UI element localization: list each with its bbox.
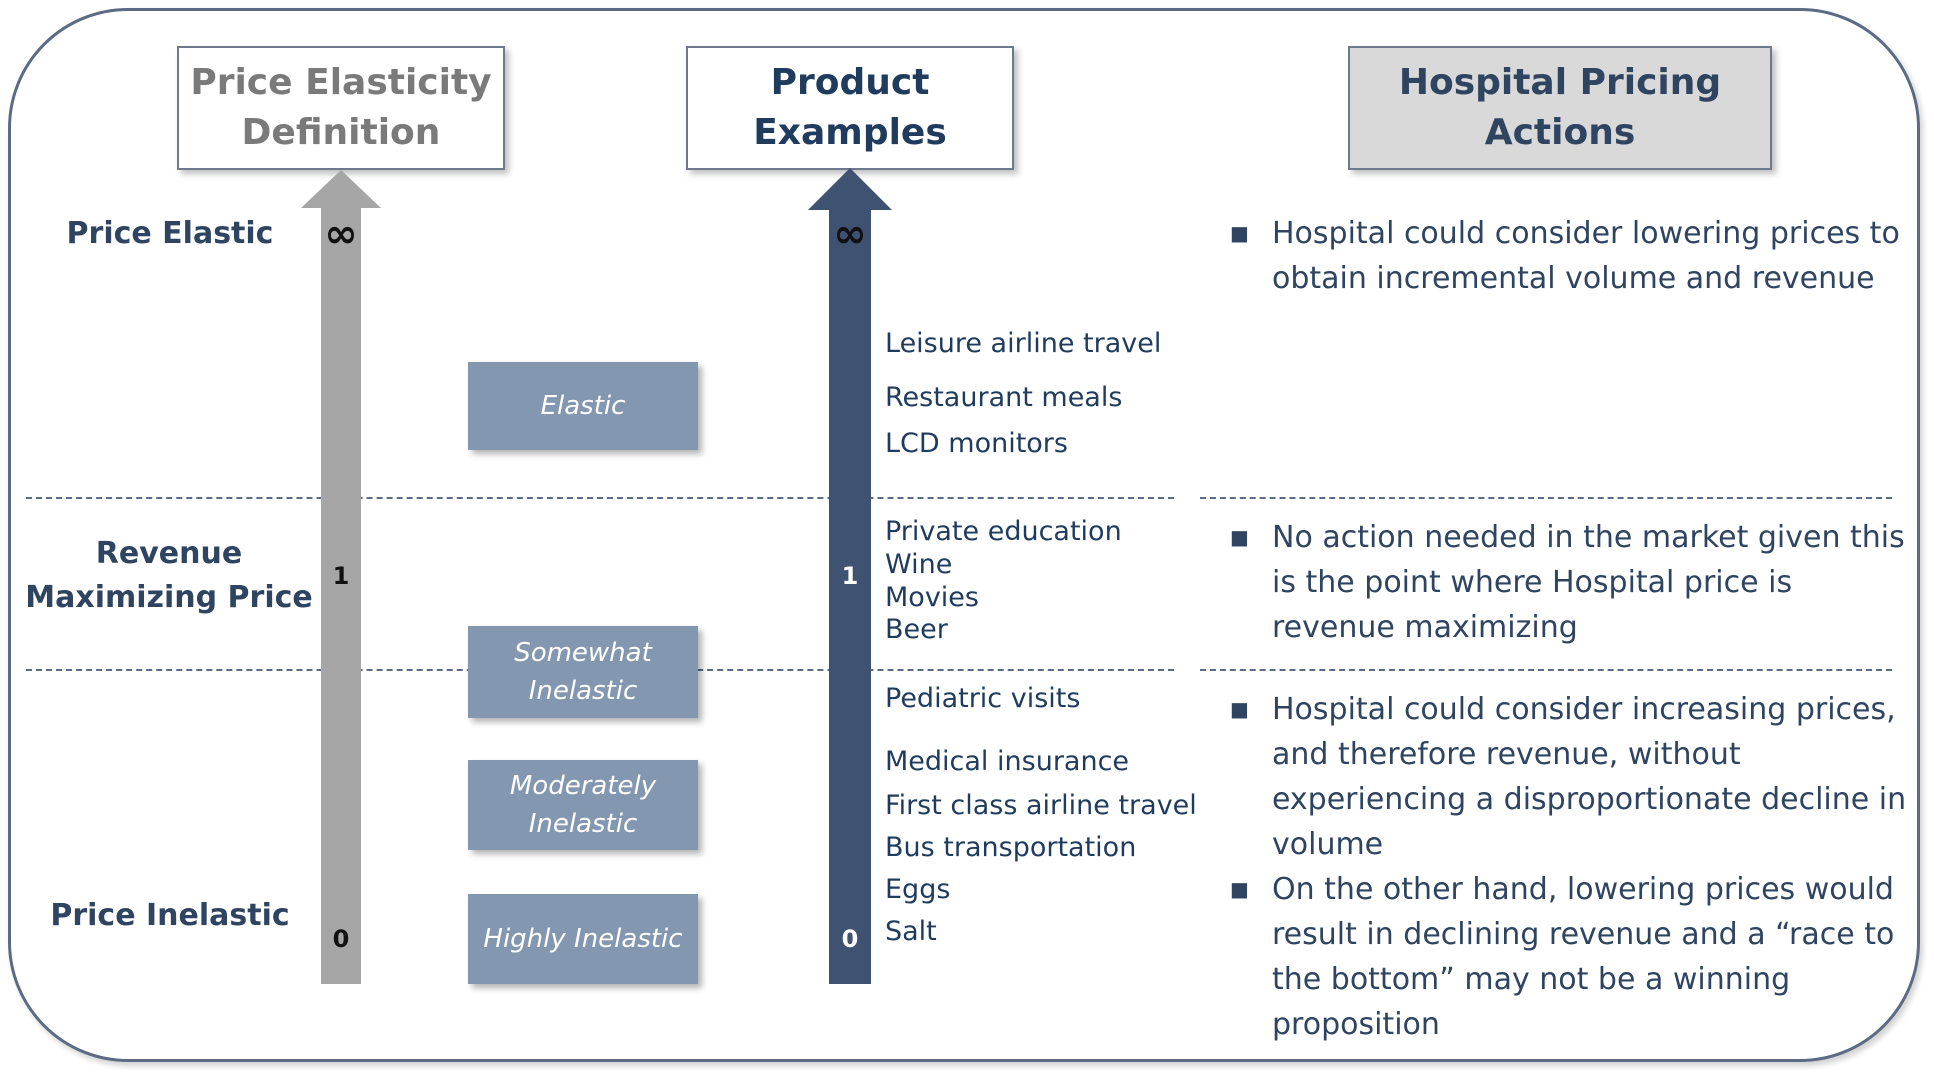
row-label-price-elastic: Price Elastic: [66, 216, 274, 251]
grey-elasticity-arrow: [301, 170, 381, 984]
navy-arrow-infinity-mark: ∞: [833, 211, 867, 257]
example-item: Medical insurance: [885, 746, 1130, 777]
example-item: Eggs: [885, 874, 951, 905]
navy-arrow-tick-one: 1: [841, 562, 859, 590]
separator-upper-left: [26, 497, 1174, 499]
category-highly-inelastic: Highly Inelastic: [468, 894, 698, 984]
grey-arrow-infinity-mark: ∞: [324, 211, 358, 257]
category-elastic: Elastic: [468, 362, 698, 450]
example-item: Pediatric visits: [885, 683, 1081, 714]
header-hospital-pricing-actions: Hospital Pricing Actions: [1348, 46, 1772, 170]
action-text: Hospital could consider lowering prices …: [1272, 216, 1900, 296]
example-item: Wine: [885, 549, 953, 580]
separator-lower-right: [1200, 669, 1892, 671]
separator-upper-right: [1200, 497, 1892, 499]
example-item: Beer: [885, 614, 948, 645]
action-item-increase-prices: ■ Hospital could consider increasing pri…: [1230, 687, 1910, 867]
navy-arrow-tick-zero: 0: [841, 925, 859, 953]
bullet-square-icon: ■: [1230, 525, 1249, 549]
example-item: Restaurant meals: [885, 382, 1123, 413]
header-product-examples: Product Examples: [686, 46, 1014, 170]
diagram-frame: [8, 8, 1920, 1062]
example-item: LCD monitors: [885, 428, 1068, 459]
grey-arrow-tick-one: 1: [332, 562, 350, 590]
example-item: Private education: [885, 516, 1122, 547]
row-label-revenue-maximizing: Revenue Maximizing Price: [25, 536, 313, 615]
example-item: First class airline travel: [885, 790, 1197, 821]
action-item-lowering-risk: ■ On the other hand, lowering prices wou…: [1230, 867, 1910, 1047]
category-somewhat-inelastic: Somewhat Inelastic: [468, 626, 698, 718]
bullet-square-icon: ■: [1230, 697, 1249, 721]
category-moderately-inelastic: Moderately Inelastic: [468, 760, 698, 850]
action-text: Hospital could consider increasing price…: [1272, 692, 1907, 862]
example-item: Bus transportation: [885, 832, 1137, 863]
action-item-no-action: ■ No action needed in the market given t…: [1230, 515, 1910, 650]
example-item: Leisure airline travel: [885, 328, 1162, 359]
row-label-price-inelastic: Price Inelastic: [50, 898, 290, 933]
bullet-square-icon: ■: [1230, 221, 1249, 245]
grey-arrow-tick-zero: 0: [332, 925, 350, 953]
example-item: Movies: [885, 582, 979, 613]
header-elasticity-definition: Price Elasticity Definition: [177, 46, 505, 170]
example-item: Salt: [885, 916, 937, 947]
navy-examples-arrow: [808, 168, 892, 984]
action-item-lower-prices: ■ Hospital could consider lowering price…: [1230, 211, 1910, 301]
action-text: On the other hand, lowering prices would…: [1272, 872, 1895, 1042]
bullet-square-icon: ■: [1230, 877, 1249, 901]
action-text: No action needed in the market given thi…: [1272, 520, 1905, 645]
